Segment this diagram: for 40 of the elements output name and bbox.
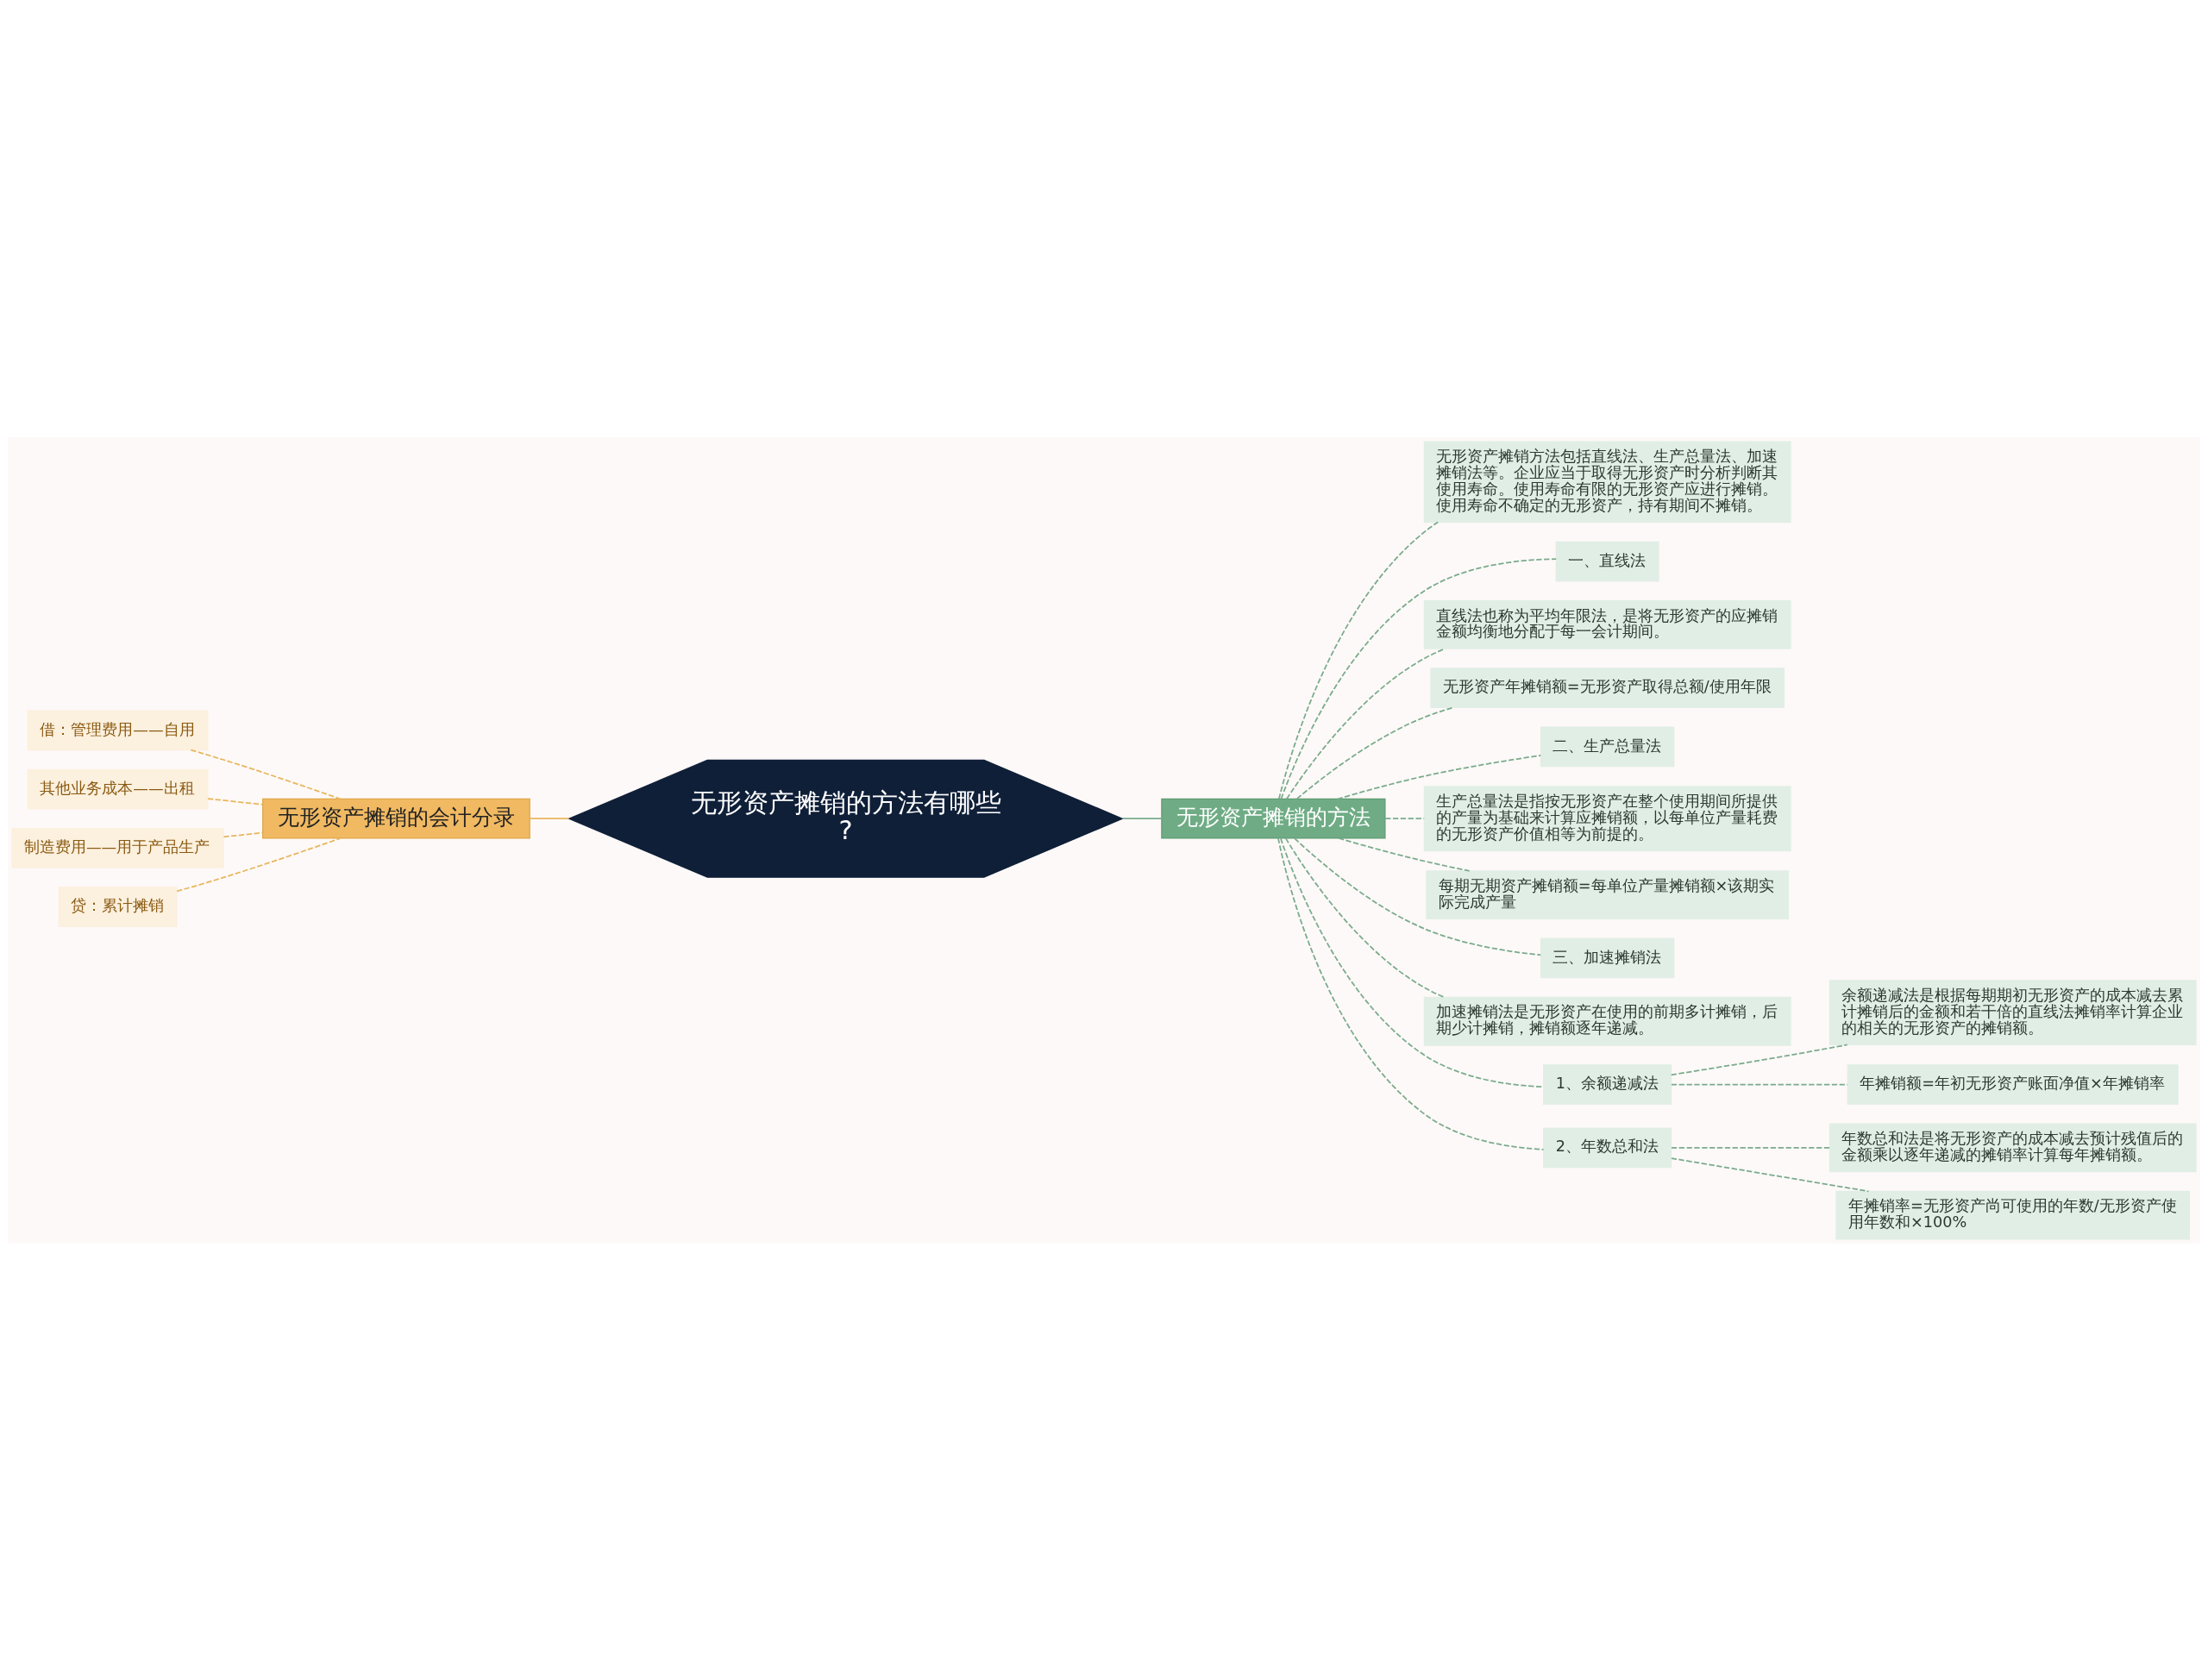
connector xyxy=(1295,705,1455,799)
node-box: 每期无期资产摊销额=每单位产量摊销额×该期实际完成产量 xyxy=(1426,869,1790,919)
connector xyxy=(176,837,342,892)
connector xyxy=(1671,1157,1870,1192)
node-box: 无形资产年摊销额=无形资产取得总额/使用年限 xyxy=(1430,667,1785,708)
connector xyxy=(207,797,264,806)
node-box: 年数总和法是将无形资产的成本减去预计残值后的金额乘以逐年递减的摊销率计算每年摊销额。 xyxy=(1828,1122,2197,1172)
node-box: 年摊销率=无形资产尚可使用的年数/无形资产使用年数和×100% xyxy=(1835,1190,2190,1240)
connector xyxy=(1294,837,1542,956)
connector xyxy=(1286,647,1446,799)
node-box: 无形资产摊销方法包括直线法、生产总量法、加速摊销法等。企业应当于取得无形资产时分析判断其使用寿命。使用寿命有限的无形资产应进行摊销。使用寿命不确定的无形资产，持有期间不摊销。 xyxy=(1423,440,1791,523)
node-box: 无形资产摊销的方法 xyxy=(1161,798,1386,839)
connector xyxy=(1338,837,1471,872)
connector xyxy=(1280,557,1558,799)
node-box: 三、加速摊销法 xyxy=(1540,937,1675,978)
connector xyxy=(1336,754,1542,799)
node-box: 1、余额递减法 xyxy=(1543,1063,1672,1105)
connector xyxy=(1284,837,1446,998)
node-box: 加速摊销法是无形资产在使用的前期多计摊销，后期少计摊销，摊销额逐年递减。 xyxy=(1423,996,1791,1046)
node-box: 年摊销额=年初无形资产账面净值×年摊销率 xyxy=(1847,1063,2179,1105)
connector xyxy=(1277,837,1545,1150)
connector xyxy=(1671,1146,1830,1149)
connector xyxy=(1671,1083,1848,1085)
node-box: 制造费用——用于产品生产 xyxy=(11,827,224,868)
node-box: 其他业务成本——出租 xyxy=(27,768,209,809)
node-box: 贷：累计摊销 xyxy=(58,886,178,927)
node-box: 2、年数总和法 xyxy=(1543,1126,1672,1168)
connector xyxy=(223,831,264,837)
connector xyxy=(1278,521,1440,799)
connector xyxy=(1670,1044,1848,1075)
connector xyxy=(190,749,342,799)
node-box: 二、生产总量法 xyxy=(1540,725,1675,767)
node-box: 一、直线法 xyxy=(1555,541,1659,581)
node-box: 无形资产摊销的会计分录 xyxy=(262,798,530,839)
node-box: 直线法也称为平均年限法，是将无形资产的应摊销金额均衡地分配于每一会计期间。 xyxy=(1423,599,1791,649)
node-box: 借：管理费用——自用 xyxy=(27,710,209,750)
node-box: 生产总量法是指按无形资产在整个使用期间所提供的产量为基础来计算应摊销额，以每单位产量耗费的无形资产价值相等为前提的。 xyxy=(1423,785,1791,851)
connector xyxy=(529,817,570,819)
node-box: 余额递减法是根据每期期初无形资产的成本减去累计摊销后的金额和若干倍的直线法摊销率计算企业的相关的无形资产的摊销额。 xyxy=(1828,979,2197,1045)
connector xyxy=(1121,817,1163,819)
